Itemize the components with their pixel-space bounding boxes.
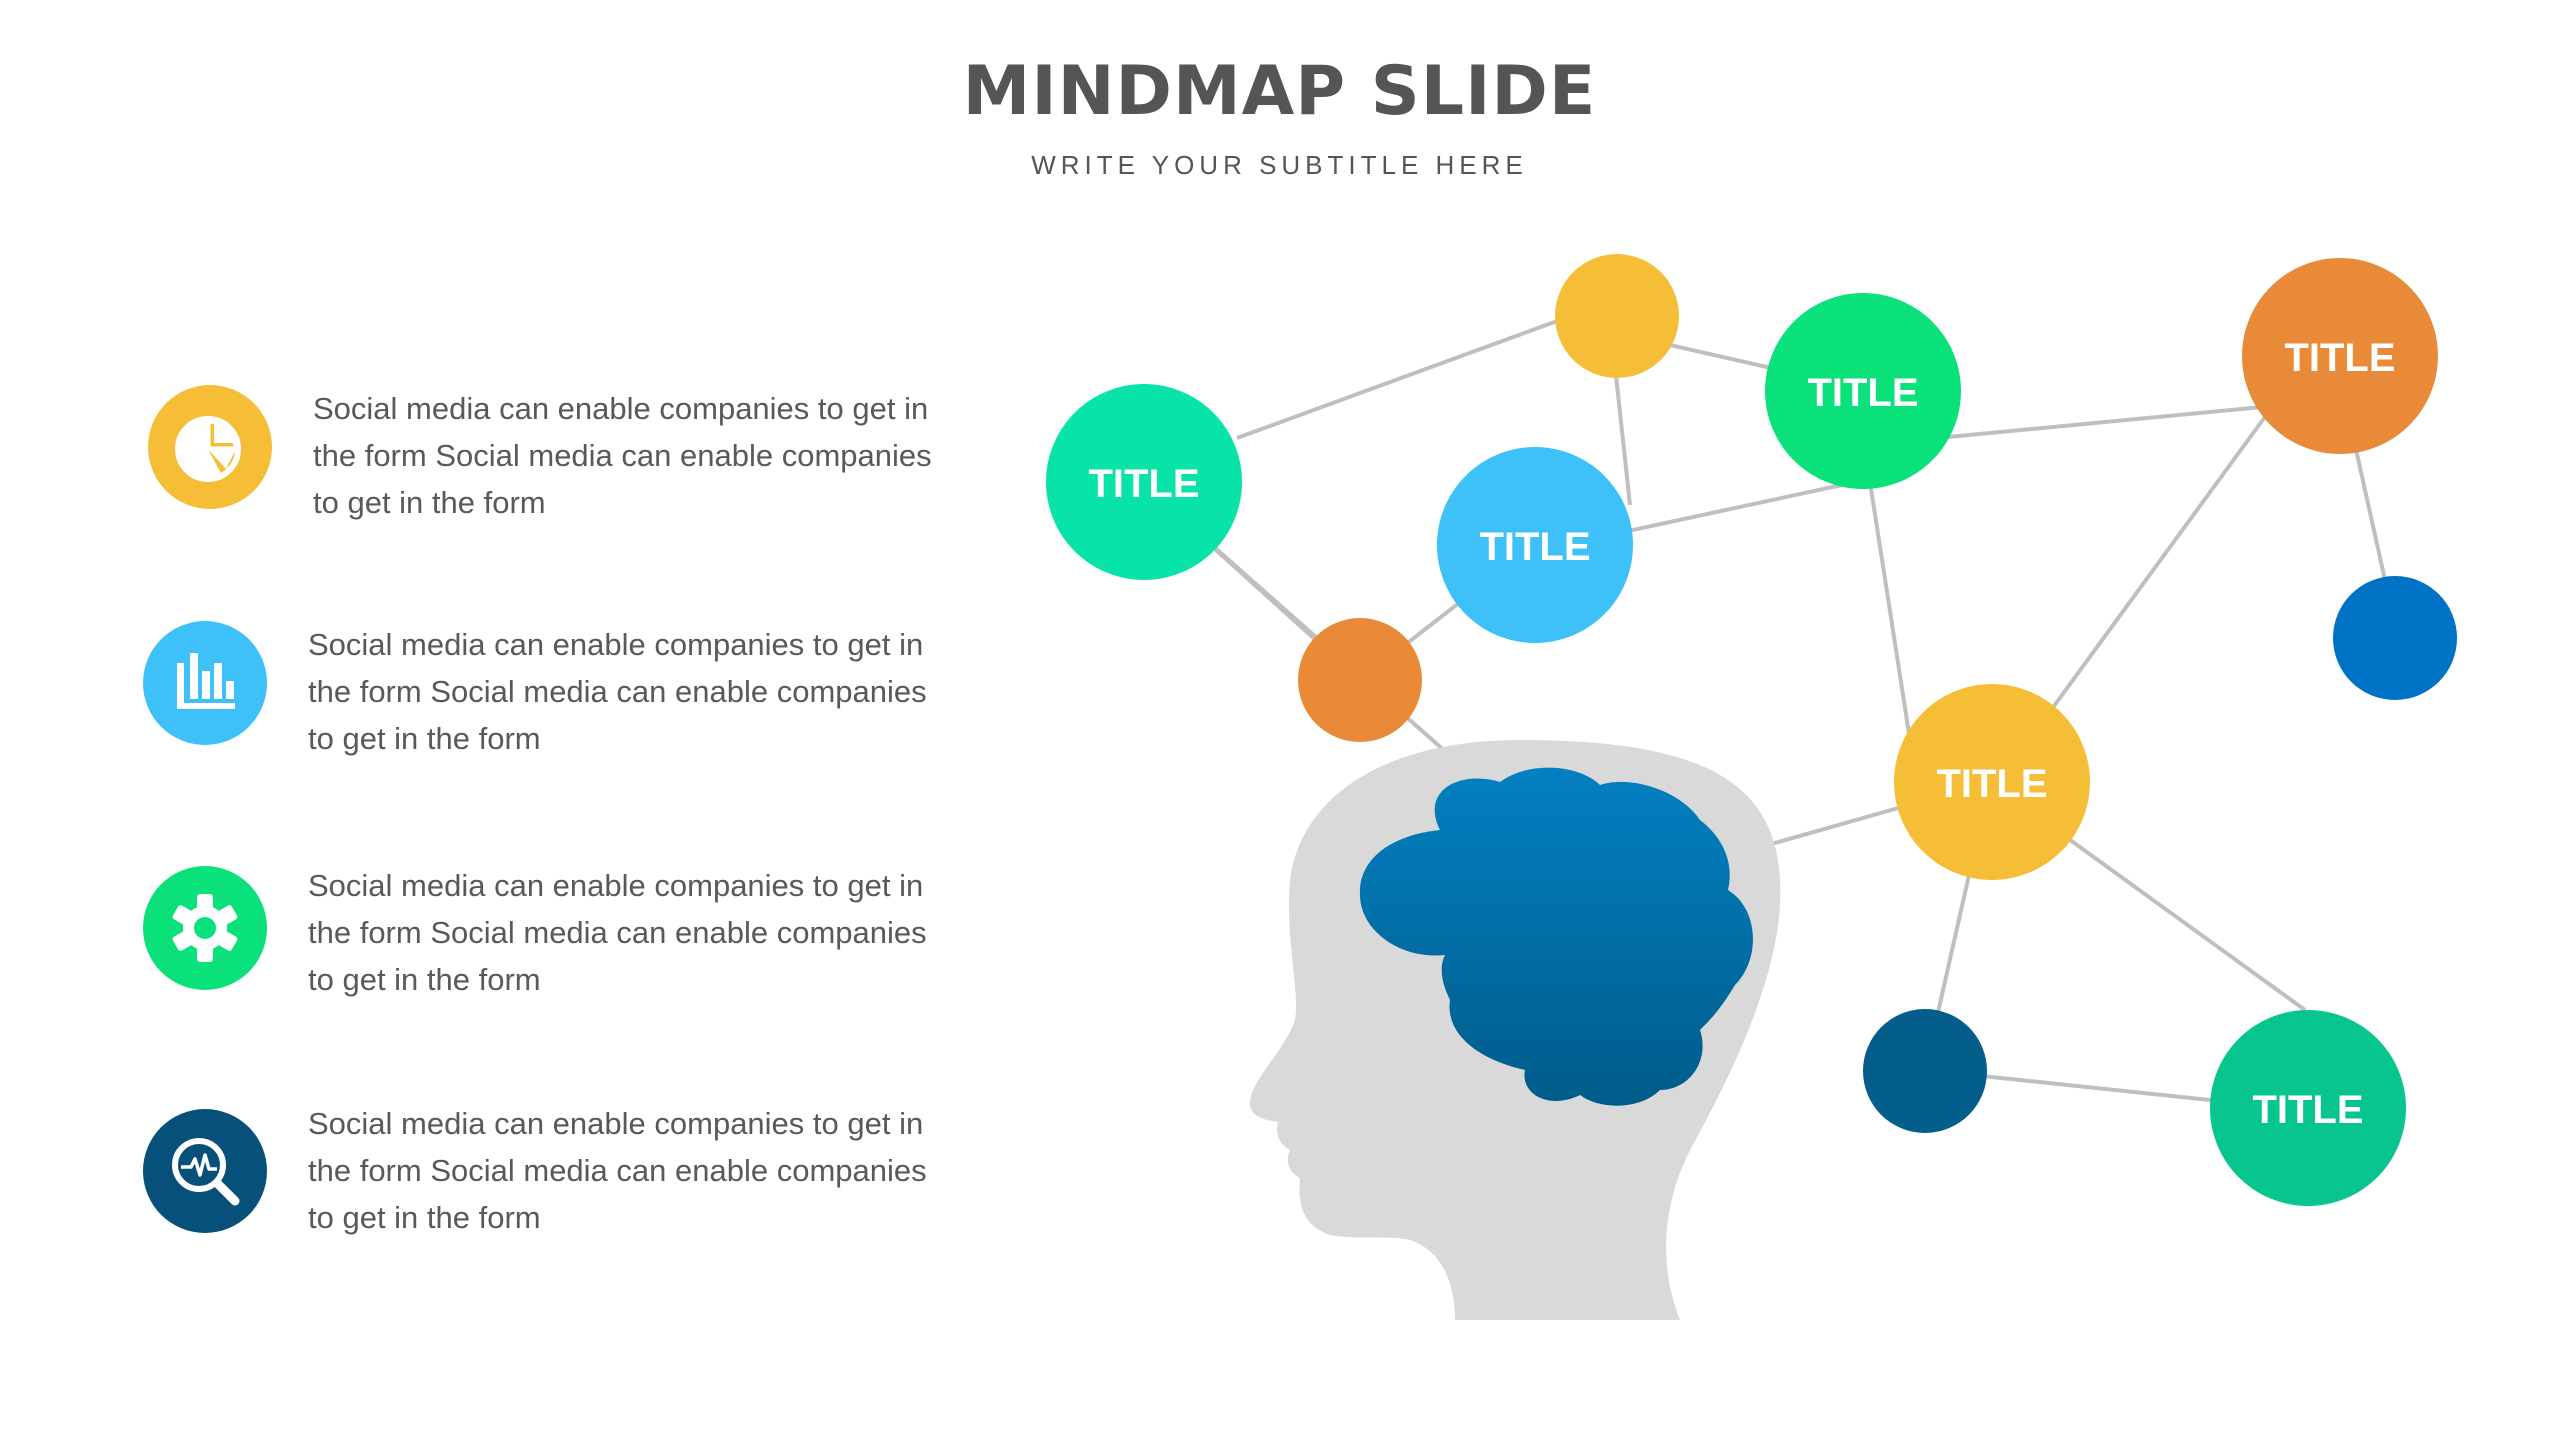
- mindmap-dot: [2333, 576, 2457, 700]
- feature-text: Social media can enable companies to get…: [308, 1106, 927, 1235]
- mindmap-node-label: TITLE: [2252, 1088, 2363, 1132]
- mindmap-node: TITLE: [1765, 293, 1961, 489]
- mindmap-node-label: TITLE: [1479, 525, 1590, 569]
- mindmap-node-circle: [1894, 684, 2090, 880]
- feature-text: Social media can enable companies to get…: [313, 391, 932, 520]
- feature-item-3: Social media can enable companies to get…: [0, 862, 960, 1022]
- feature-item-2: Social media can enable companies to get…: [0, 621, 960, 781]
- mindmap-node-circle: [1437, 447, 1633, 643]
- mindmap-node-label: TITLE: [1807, 371, 1918, 415]
- mindmap-node-circle: [2242, 258, 2438, 454]
- connector-line: [1236, 318, 1561, 440]
- connector-line: [1863, 449, 1912, 741]
- mindmap-node: TITLE: [2210, 1010, 2406, 1206]
- brain-shape: [1359, 767, 1753, 1106]
- page-subtitle: WRITE YOUR SUBTITLE HERE: [1031, 150, 1528, 180]
- magnifier-pulse-icon: [143, 1109, 267, 1233]
- pie-chart-icon: [148, 385, 272, 509]
- gear-icon: [143, 866, 267, 990]
- mindmap-node-label: TITLE: [1088, 462, 1199, 506]
- mindmap-dot: [1863, 1009, 1987, 1133]
- feature-item-1: Social media can enable companies to get…: [0, 385, 960, 545]
- mindmap-node: TITLE: [1046, 384, 1242, 580]
- mindmap-node-label: TITLE: [1936, 762, 2047, 806]
- mindmap-node-label: TITLE: [2284, 336, 2395, 380]
- mindmap-dot: [1298, 618, 1422, 742]
- feature-text: Social media can enable companies to get…: [308, 868, 927, 997]
- mindmap-node: TITLE: [2242, 258, 2438, 454]
- mindmap-node: TITLE: [1894, 684, 2090, 880]
- feature-item-4: Social media can enable companies to get…: [0, 1100, 960, 1260]
- mindmap-dot: [1555, 254, 1679, 378]
- mindmap-node-circle: [1046, 384, 1242, 580]
- feature-text: Social media can enable companies to get…: [308, 627, 927, 756]
- mindmap-node-circle: [2210, 1010, 2406, 1206]
- page-title: MINDMAP SLIDE: [962, 52, 1597, 131]
- mindmap-node-circle: [1765, 293, 1961, 489]
- bar-chart-icon: [143, 621, 267, 745]
- mindmap-node: TITLE: [1437, 447, 1633, 643]
